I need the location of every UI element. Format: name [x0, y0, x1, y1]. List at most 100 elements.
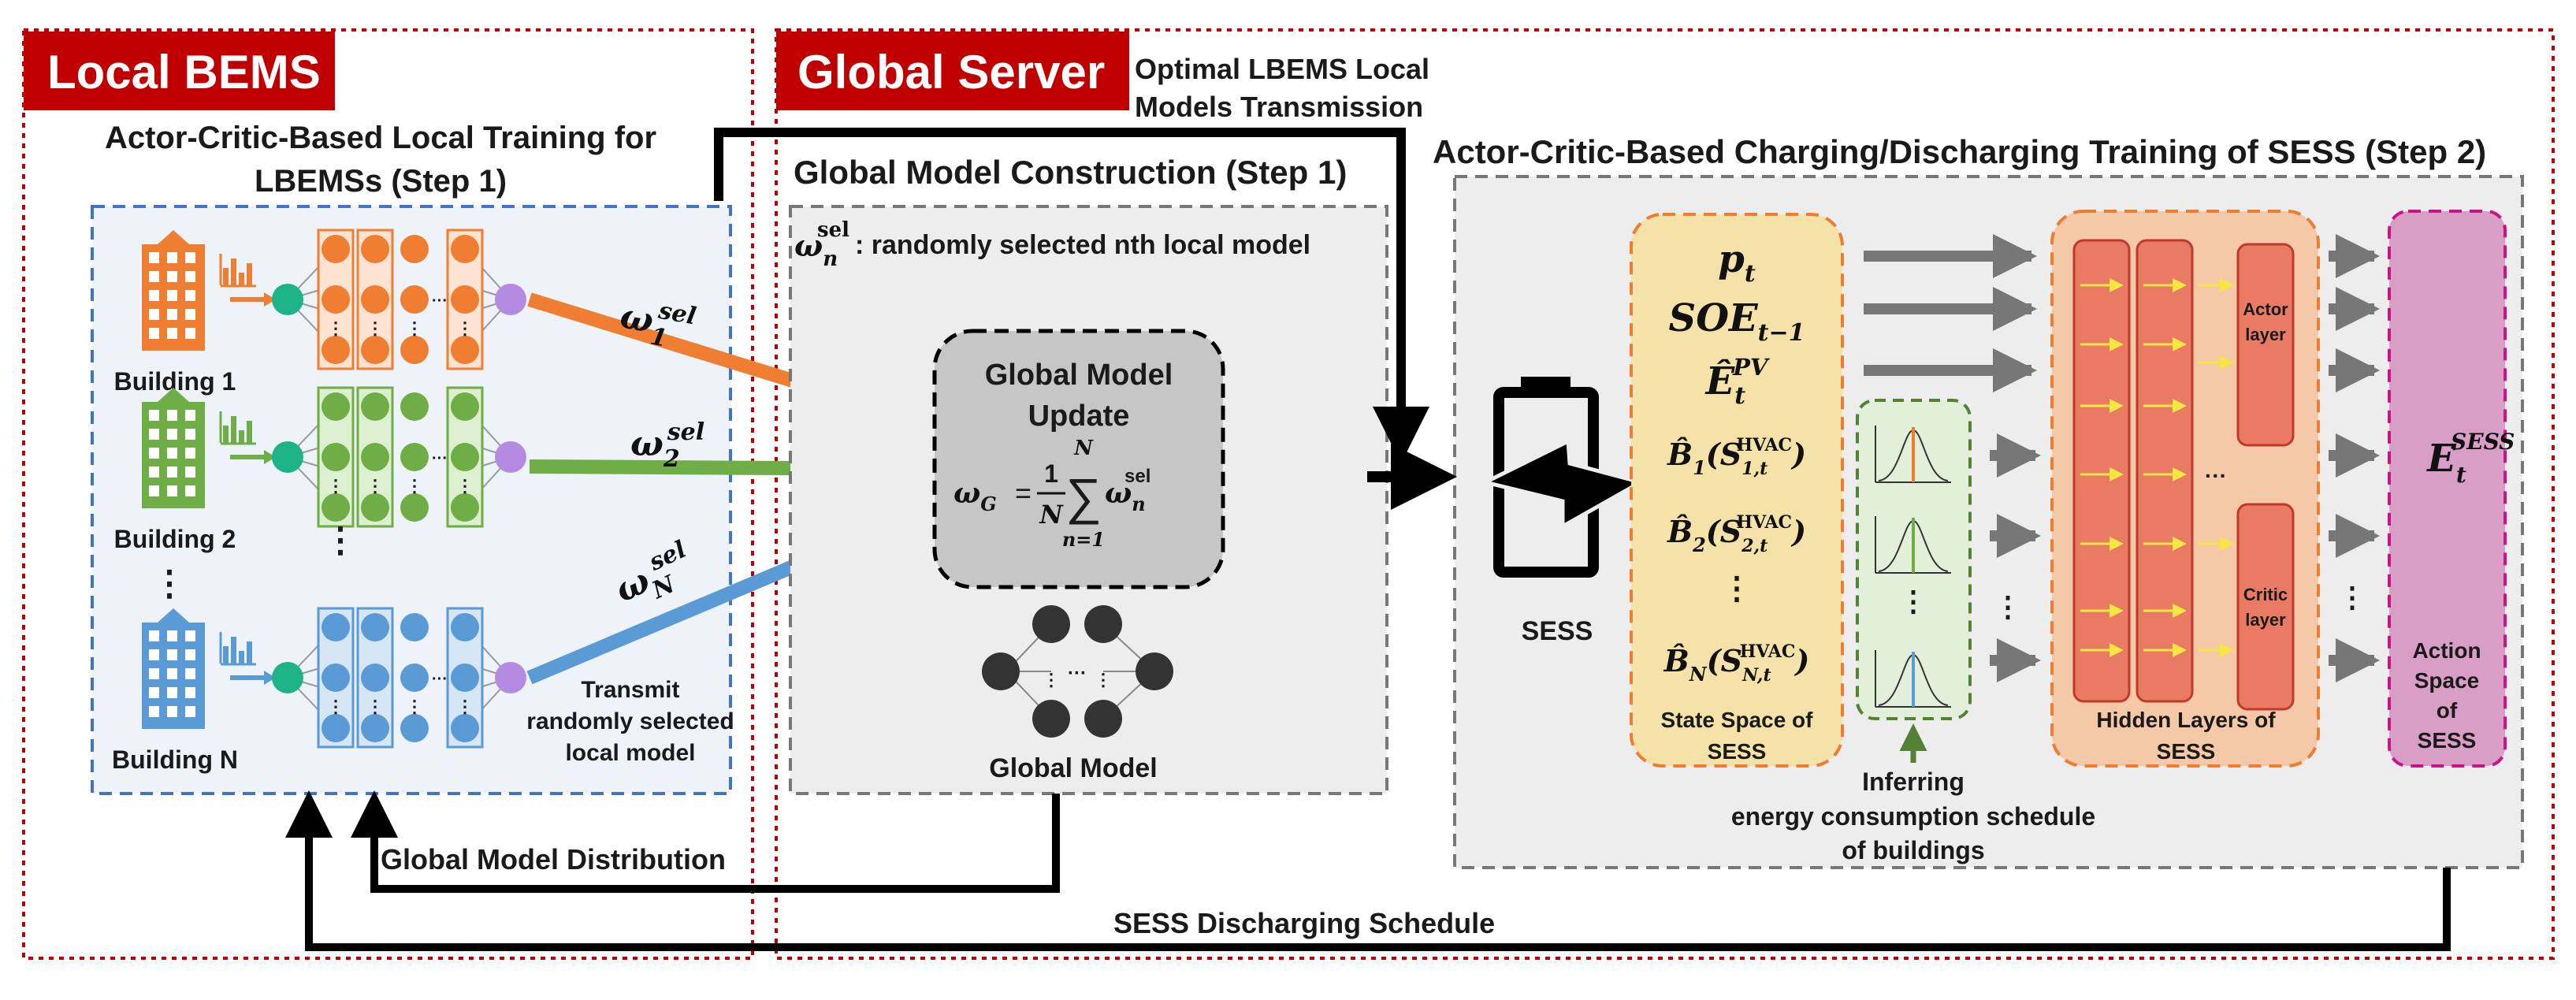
- formula-lhs: ωG: [953, 477, 997, 515]
- inferring-label-line1: Inferring: [1862, 768, 1965, 796]
- building-ellipsis-gap: ⋮: [323, 521, 358, 559]
- building-label: Building N: [112, 745, 238, 774]
- bar-chart-icon: [231, 637, 236, 664]
- local-bems-header: [24, 32, 335, 110]
- network-ellipsis: ⋮: [456, 476, 474, 496]
- global-model-network: ···⋮⋮: [982, 605, 1173, 738]
- building-window-icon: [167, 271, 177, 282]
- action-label-line3: of: [2437, 698, 2458, 723]
- legend-superscript: sel: [817, 218, 849, 242]
- state-variable: ÊtPV: [1704, 354, 1770, 410]
- network-ellipsis-h: ···: [432, 450, 448, 467]
- network-ellipsis: ⋮: [366, 697, 384, 716]
- inferring-label-line3: of buildings: [1842, 836, 1984, 864]
- global-distribution-arrow: [351, 790, 1060, 893]
- network-ellipsis: ⋮: [456, 318, 474, 338]
- formula-term-sup: sel: [1124, 466, 1150, 487]
- network-node: [451, 664, 479, 692]
- global-server-header: [776, 32, 1129, 110]
- building-window-icon: [167, 649, 177, 660]
- global-update-title-line2: Update: [1028, 400, 1130, 433]
- network-node: [400, 443, 429, 471]
- building-ellipsis: ⋮: [152, 564, 187, 603]
- building-window-icon: [149, 649, 159, 660]
- network-ellipsis: ⋮: [406, 697, 423, 716]
- building-roof-icon: [158, 608, 189, 623]
- global-distribution-label: Global Model Distribution: [381, 843, 726, 875]
- building-window-icon: [167, 309, 177, 320]
- actor-layer: [2236, 243, 2295, 447]
- transmit-label-line1: Transmit: [581, 677, 679, 703]
- critic-layer: [2236, 503, 2295, 711]
- building-window-icon: [185, 649, 195, 660]
- building-window-icon: [167, 290, 177, 301]
- building-window-icon: [185, 410, 195, 421]
- building-window-icon: [167, 630, 177, 641]
- bar-chart-icon: [231, 416, 236, 443]
- input-node: [272, 284, 303, 315]
- building-window-icon: [149, 252, 159, 263]
- network-node: [322, 285, 350, 314]
- bar-chart-icon: [247, 263, 252, 285]
- bar-chart-icon: [239, 273, 244, 285]
- network-node: [400, 664, 429, 692]
- network-node: [451, 613, 479, 641]
- network-node: [322, 336, 350, 364]
- action-label-line2: Space: [2414, 668, 2480, 693]
- critic-label-line1: Critic: [2243, 585, 2288, 604]
- data-arrow-head: [264, 292, 276, 307]
- transmit-label-line3: local model: [565, 740, 695, 766]
- state-space-label-line1: State Space of: [1661, 708, 1814, 732]
- state-ellipsis: ⋮: [1721, 571, 1753, 606]
- global-node: [1084, 605, 1122, 643]
- arrow-ellipsis: ⋮: [1994, 590, 2022, 623]
- building-window-icon: [167, 328, 177, 339]
- building-window-icon: [185, 448, 195, 459]
- hidden-to-action-arrows: [2329, 234, 2380, 682]
- bar-chart-icon: [231, 258, 236, 285]
- optimal-transmission-line2: Models Transmission: [1135, 91, 1423, 123]
- global-update-title-line1: Global Model: [985, 359, 1173, 392]
- building-roof-icon: [158, 230, 189, 244]
- formula-frac-den: N: [1039, 500, 1064, 530]
- sess-discharging-label: SESS Discharging Schedule: [1113, 907, 1495, 939]
- building-window-icon: [149, 410, 159, 421]
- state-variable: SOEt−1: [1669, 296, 1805, 347]
- network-node: [451, 443, 479, 471]
- building-window-icon: [167, 429, 177, 440]
- network-node: [322, 664, 350, 692]
- state-space-box: [1630, 213, 1844, 768]
- global-construction-title: Global Model Construction (Step 1): [794, 154, 1347, 191]
- action-superscript: SESS: [2451, 429, 2515, 455]
- building-window-icon: [185, 630, 195, 641]
- global-node: [1032, 700, 1070, 738]
- local-bems-title: Local BEMS: [47, 46, 321, 99]
- network-node: [400, 285, 429, 314]
- network-node: [361, 392, 389, 421]
- distribution-icons: [1875, 426, 1951, 708]
- bar-chart-icon: [239, 651, 244, 664]
- formula-frac-num: 1: [1044, 459, 1058, 488]
- network-node: [322, 613, 350, 641]
- building-window-icon: [185, 429, 195, 440]
- building-window-icon: [149, 271, 159, 282]
- network-ellipsis-h: ···: [432, 292, 448, 310]
- network-node: [361, 493, 389, 522]
- battery-icon: [1479, 377, 1646, 578]
- optimal-transmission-line1: Optimal LBEMS Local: [1135, 53, 1429, 85]
- network-node: [451, 235, 479, 263]
- network-ellipsis-h: ···: [432, 671, 448, 688]
- building-window-icon: [149, 429, 159, 440]
- network-node: [451, 714, 479, 742]
- bar-chart-icon: [223, 268, 229, 285]
- network-ellipsis: ⋮: [327, 697, 344, 716]
- output-node: [495, 662, 526, 693]
- building-window-icon: [185, 706, 195, 717]
- network-node: [322, 443, 350, 471]
- network-node: [400, 235, 429, 263]
- inferring-label-line2: energy consumption schedule: [1731, 802, 2095, 831]
- global-update-box: [932, 329, 1225, 589]
- bar-chart-icon: [247, 641, 252, 664]
- data-arrow-head: [264, 671, 276, 685]
